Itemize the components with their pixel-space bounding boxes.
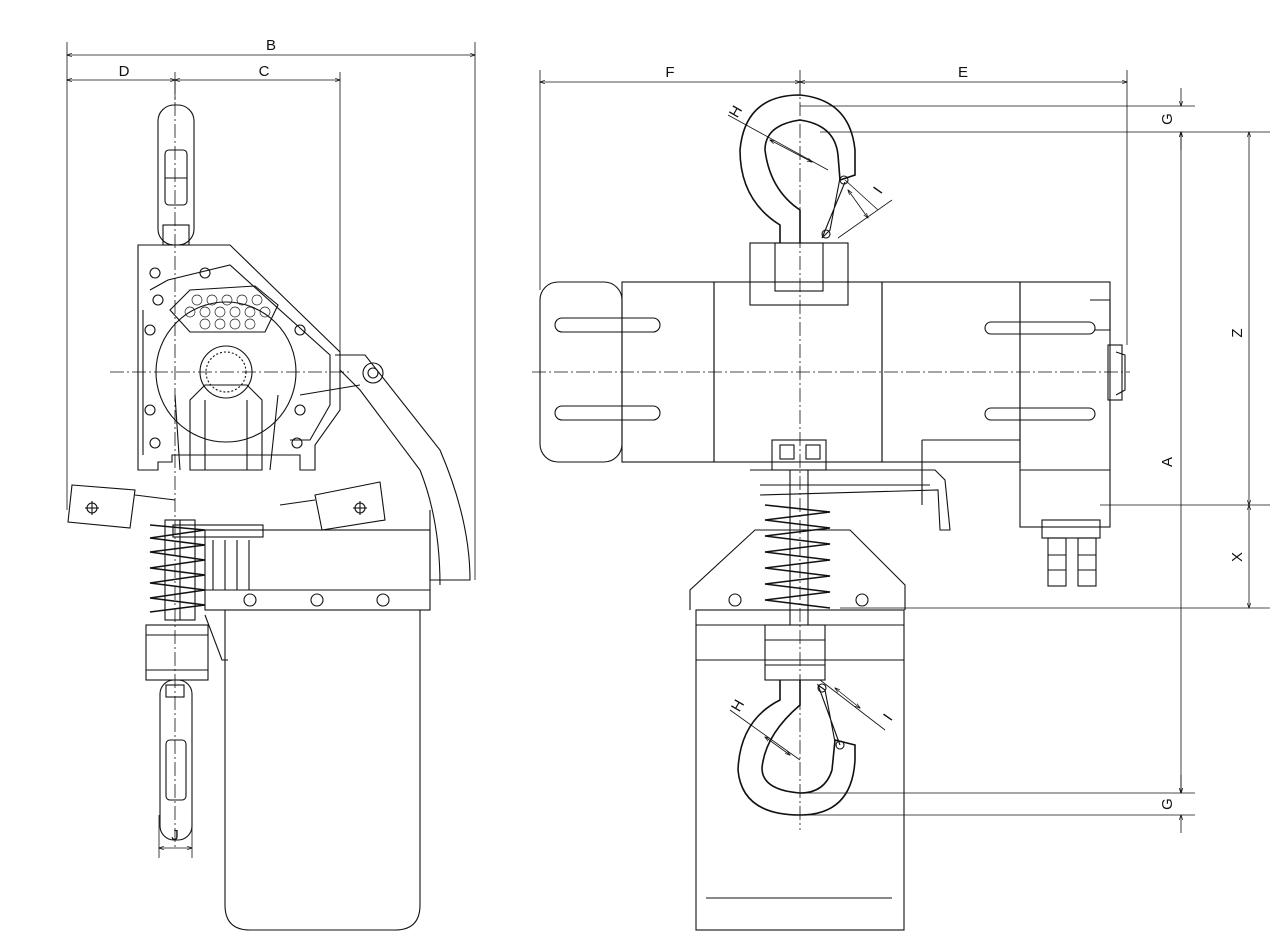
dim-label-i-bottom: I bbox=[880, 711, 896, 724]
dim-label-h-bottom: H bbox=[728, 697, 748, 715]
dim-label-b: B bbox=[266, 37, 276, 54]
dim-label-d: D bbox=[119, 63, 130, 80]
dimension-labels: B D C J F E G A Z X G H I H I bbox=[119, 37, 1246, 844]
control-rail bbox=[750, 439, 951, 531]
dim-label-e: E bbox=[958, 64, 968, 81]
dim-label-f: F bbox=[665, 64, 674, 81]
dim-label-h-top: H bbox=[726, 103, 746, 121]
dim-label-g-bottom: G bbox=[1159, 798, 1176, 810]
dim-label-j: J bbox=[171, 827, 179, 844]
suspension-bracket bbox=[299, 354, 471, 586]
spring-side bbox=[149, 519, 206, 621]
top-hook bbox=[739, 94, 856, 243]
dim-label-z: Z bbox=[1229, 328, 1246, 337]
motor-body bbox=[539, 242, 1126, 528]
side-view bbox=[67, 42, 475, 931]
dim-label-a: A bbox=[1159, 457, 1176, 467]
side-view-dimensions bbox=[67, 42, 475, 858]
dim-label-c: C bbox=[259, 63, 270, 80]
dim-label-x: X bbox=[1229, 552, 1246, 562]
chain-container-front bbox=[689, 529, 906, 931]
housing-bolts bbox=[144, 267, 306, 449]
front-view bbox=[532, 70, 1270, 931]
control-handles-side bbox=[67, 481, 386, 531]
lower-hook-side bbox=[145, 624, 209, 841]
air-fittings bbox=[1041, 519, 1101, 587]
chain-container-side bbox=[172, 524, 431, 931]
front-view-dimensions bbox=[540, 70, 1270, 833]
dim-label-i-top: I bbox=[870, 184, 886, 197]
spring-front bbox=[764, 470, 831, 625]
lower-hook-front bbox=[737, 624, 856, 816]
dim-label-g-top: G bbox=[1159, 113, 1176, 125]
vent-holes bbox=[184, 294, 271, 330]
top-suspension-link bbox=[157, 104, 195, 246]
hoist-housing-side bbox=[137, 244, 341, 471]
